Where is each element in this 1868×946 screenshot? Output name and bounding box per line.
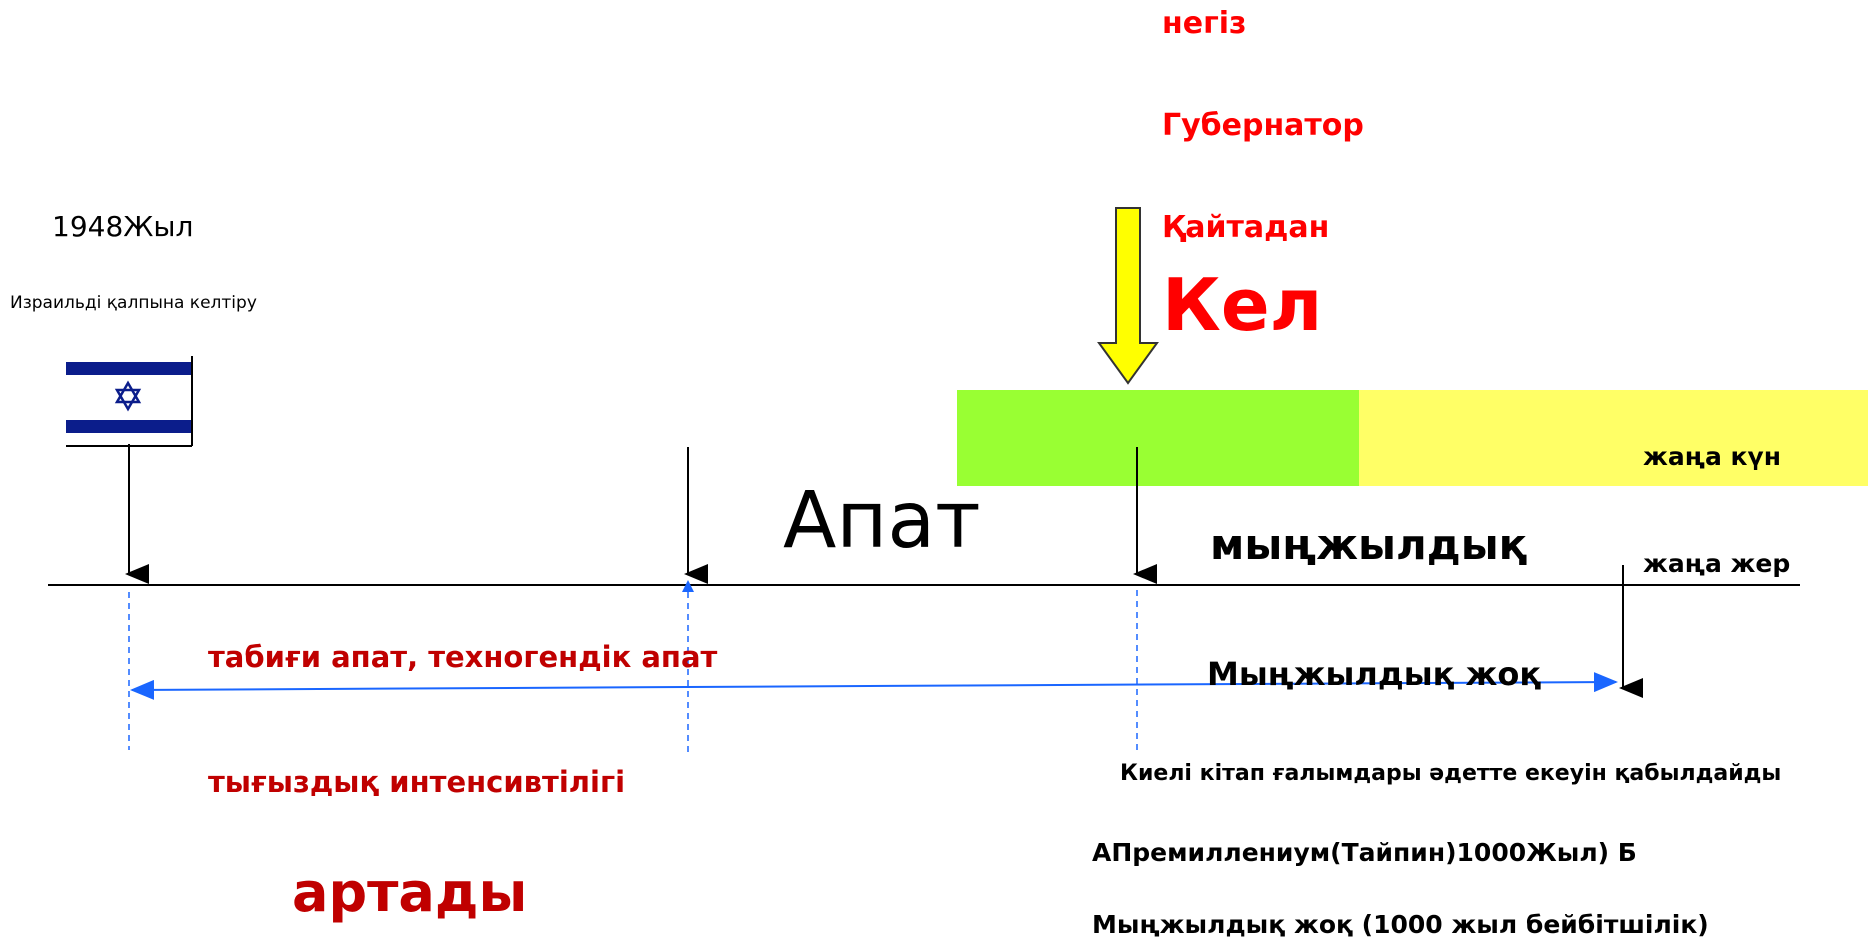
new-heaven-earth-block	[1359, 390, 1868, 486]
no-millennium-label: Мыңжылдық жоқ	[1207, 655, 1542, 693]
second-coming-line1: негіз	[1162, 6, 1247, 41]
disasters-label: табиғи апат, техногендік апат	[208, 640, 718, 674]
blue-up-arrowhead	[682, 580, 694, 592]
second-coming-line3: Қайтадан	[1162, 210, 1330, 245]
israel-flag-icon	[66, 356, 193, 447]
millennium-label: мыңжылдық	[1210, 520, 1528, 569]
second-coming-line2: Губернатор	[1162, 108, 1364, 143]
disaster-label: Апат	[783, 476, 981, 566]
year-label: 1948Жыл	[52, 210, 194, 243]
yellow-down-arrow-icon	[1097, 207, 1159, 385]
new-sky-label: жаңа күн	[1643, 442, 1782, 471]
new-earth-label: жаңа жер	[1643, 549, 1791, 578]
premillennium-label: АПремиллениум(Тайпин)1000Жыл) Б	[1092, 838, 1637, 867]
restore-israel-caption: Израильді қалпына келтіру	[10, 293, 257, 313]
scholars-label: Киелі кітап ғалымдары әдетте екеуін қабы…	[1120, 761, 1782, 786]
intensity-label: тығыздық интенсивтілігі	[208, 765, 626, 799]
millennium-block	[957, 390, 1359, 486]
increases-label: артады	[292, 861, 528, 924]
amillennium-label: Мыңжылдық жоқ (1000 жыл бейбітшілік)	[1092, 910, 1709, 939]
no-millennium-span	[130, 672, 1618, 700]
second-coming-line4: Кел	[1162, 263, 1323, 347]
